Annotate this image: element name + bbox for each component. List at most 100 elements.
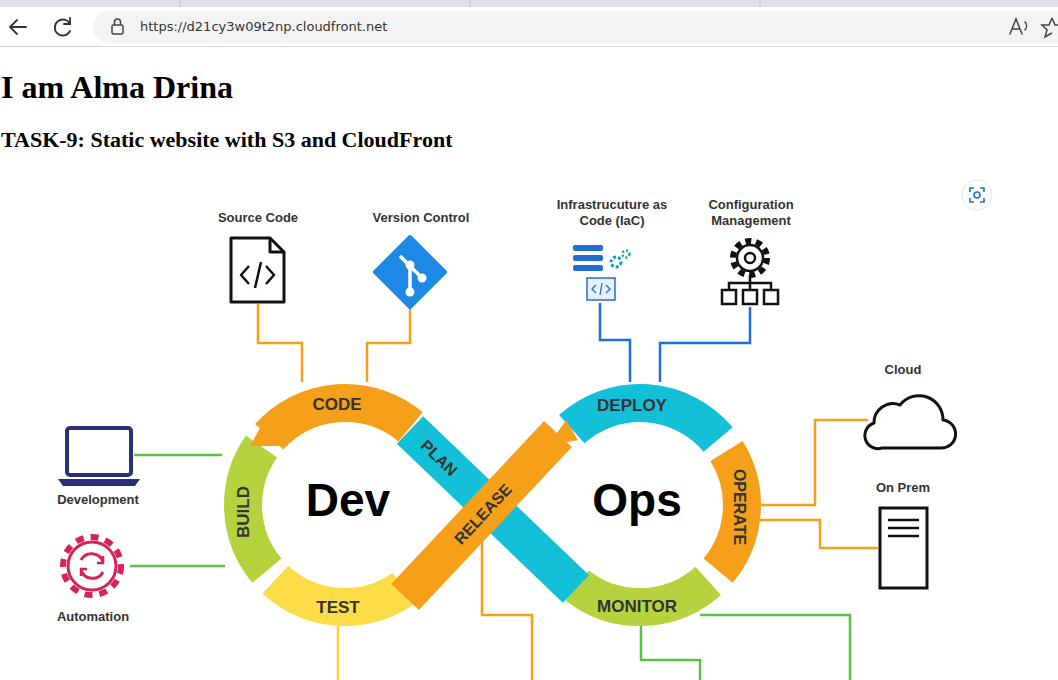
leader-lines — [130, 303, 878, 680]
automation-icon-part — [81, 554, 103, 579]
stage-label: CODE — [312, 395, 361, 415]
configuration-icon-part — [745, 253, 755, 263]
leader-lines-part — [130, 565, 225, 568]
version-control-icon — [375, 237, 445, 307]
version-control-icon-part — [375, 237, 445, 307]
devops-loop — [243, 403, 742, 607]
configuration-icon-part — [733, 241, 767, 275]
loop-arrowheads-part — [548, 420, 578, 446]
read-aloud-icon — [1010, 19, 1027, 34]
devops-loop-part — [405, 434, 558, 597]
icon-label: On Prem — [876, 480, 930, 496]
iac-icon-part — [592, 283, 610, 295]
loop-arrowheads-part — [250, 412, 288, 446]
configuration-icon-part — [722, 290, 736, 304]
page-subheading: TASK-9: Static website with S3 and Cloud… — [1, 127, 452, 153]
lock-icon-part — [115, 19, 121, 25]
lock-icon — [112, 19, 123, 34]
visual-search-button — [962, 180, 992, 210]
stage-label: RELEASE — [450, 480, 515, 548]
leader-lines-part — [258, 304, 302, 382]
back-icon — [10, 20, 26, 34]
loop-arrowheads — [250, 412, 578, 446]
icon-label: Automation — [57, 609, 129, 625]
leader-lines-part — [337, 625, 340, 680]
automation-icon-part — [63, 537, 121, 595]
browser-toolbar-part — [0, 0, 1058, 7]
reload-icon-part — [64, 18, 70, 24]
iac-icon-part — [573, 265, 603, 271]
visual-search-button-part — [974, 192, 980, 198]
leader-lines-part — [367, 308, 410, 382]
laptop-icon — [58, 428, 140, 486]
browser-toolbar-part — [760, 0, 761, 7]
automation-icon-part — [68, 542, 116, 590]
icon-label: Source Code — [218, 210, 298, 226]
favorite-icon-part — [1042, 18, 1052, 37]
configuration-icon — [722, 241, 778, 304]
page-heading: I am Alma Drina — [1, 68, 233, 106]
automation-icon — [63, 537, 121, 595]
iac-icon-part — [623, 251, 630, 258]
read-aloud-icon-part — [1010, 19, 1022, 34]
favorite-icon-part — [1052, 18, 1058, 25]
stage-label: DEPLOY — [597, 396, 667, 416]
reload-icon — [55, 18, 70, 36]
leader-lines-part — [760, 520, 878, 548]
reload-icon-part — [55, 20, 70, 36]
source-code-icon-part — [231, 238, 284, 302]
read-aloud-icon-part — [1025, 22, 1027, 30]
configuration-icon-part — [737, 245, 763, 271]
icon-label: Version Control — [373, 210, 470, 226]
configuration-icon-part — [729, 275, 771, 290]
server-icon-part — [888, 520, 919, 536]
favorite-icon — [1042, 18, 1058, 37]
leader-lines-part — [760, 420, 868, 505]
address-bar-url: https://d21cy3w09t2np.cloudfront.net — [140, 19, 387, 35]
browser-toolbar-part — [93, 11, 1058, 43]
browser-toolbar-part — [0, 46, 1058, 47]
browser-toolbar-part — [470, 0, 471, 7]
source-code-icon-part — [270, 238, 284, 252]
automation-icon-part — [81, 556, 103, 576]
configuration-icon-part — [743, 290, 757, 304]
iac-icon-part — [587, 278, 615, 300]
cloud-icon — [865, 396, 956, 449]
icon-label: Development — [57, 492, 139, 508]
browser-toolbar — [0, 0, 1058, 47]
stage-label: OPERATE — [730, 469, 749, 545]
loop-title: Ops — [592, 473, 681, 528]
version-control-icon-part — [406, 261, 415, 270]
visual-search-button-part — [970, 188, 984, 202]
lock-icon-part — [112, 25, 123, 34]
server-icon-part — [880, 508, 927, 588]
iac-icon-part — [611, 257, 621, 267]
leader-lines-part — [641, 620, 700, 680]
back-icon-part — [10, 20, 26, 34]
version-control-icon-part — [418, 274, 427, 283]
configuration-icon-part — [764, 290, 778, 304]
stage-label: MONITOR — [597, 597, 677, 617]
iac-icon — [573, 245, 630, 300]
laptop-icon-part — [58, 479, 140, 486]
stage-label: BUILD — [234, 486, 254, 538]
laptop-icon-part — [67, 428, 131, 475]
visual-search-button-part — [962, 180, 992, 210]
server-icon — [880, 508, 927, 588]
browser-toolbar-part — [180, 0, 181, 7]
stage-label: TEST — [316, 598, 359, 618]
cloud-icon-part — [865, 396, 956, 449]
leader-lines-part — [134, 454, 222, 457]
version-control-icon-part — [406, 288, 415, 297]
iac-icon-part — [573, 255, 603, 261]
leader-lines-part — [700, 615, 850, 680]
loop-title: Dev — [306, 473, 390, 528]
leader-lines-part — [660, 307, 750, 382]
leader-lines-part — [600, 303, 630, 382]
icon-label: Cloud — [885, 362, 922, 378]
iac-icon-part — [573, 245, 603, 251]
stage-label: PLAN — [417, 436, 462, 480]
source-code-icon — [231, 238, 284, 302]
source-code-icon-part — [241, 262, 274, 288]
